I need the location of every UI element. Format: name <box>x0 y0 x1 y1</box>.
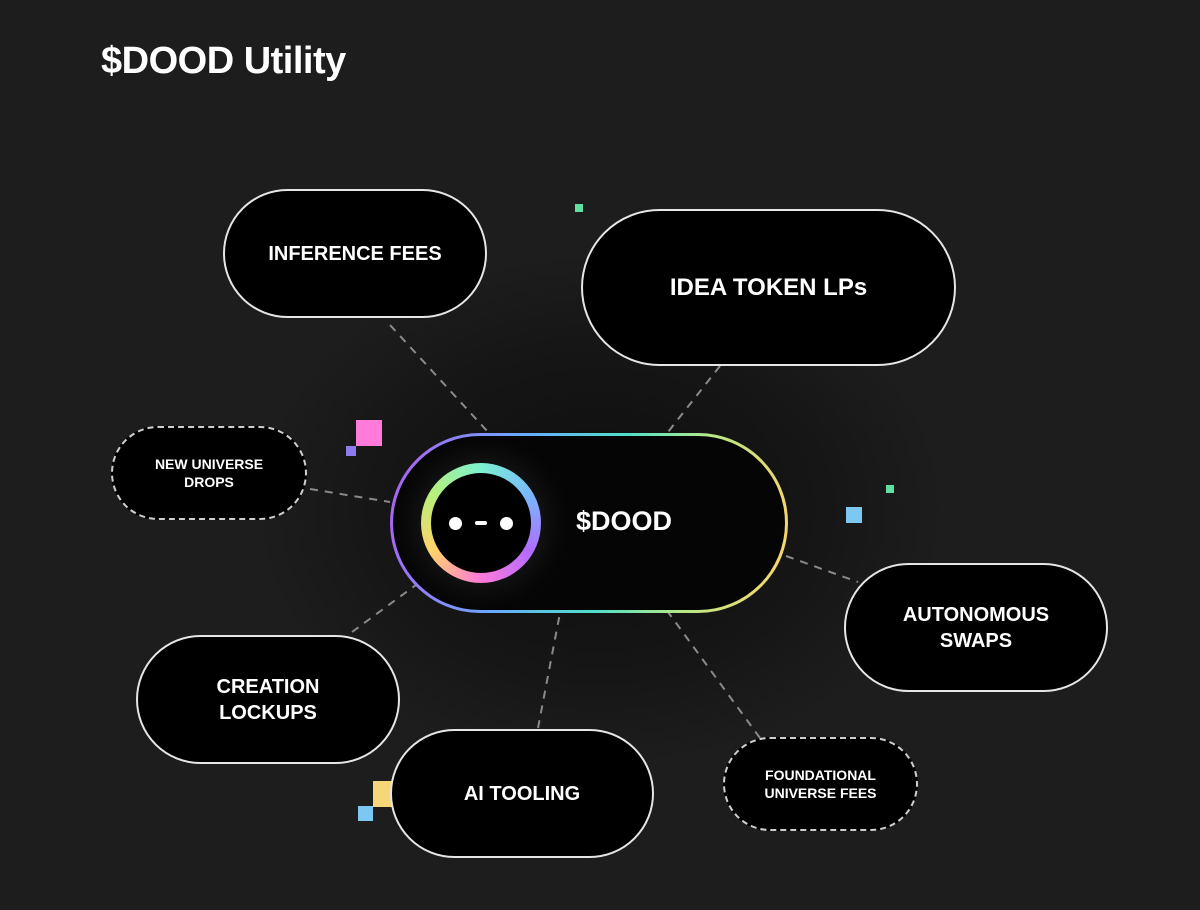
node-autonomous-swaps: AUTONOMOUS SWAPS <box>844 563 1108 692</box>
center-node-dood: $DOOD <box>390 433 788 613</box>
decor-square <box>575 204 583 212</box>
link-ai-tooling <box>537 612 561 729</box>
link-foundational-fees <box>667 611 761 739</box>
node-label: FOUNDATIONAL UNIVERSE FEES <box>764 766 877 801</box>
decor-square <box>846 507 862 523</box>
dood-face <box>431 473 531 573</box>
link-inference-fees <box>389 324 489 433</box>
node-label: AUTONOMOUS SWAPS <box>902 603 1050 652</box>
node-label: AI TOOLING <box>463 782 581 805</box>
right-eye <box>500 517 513 530</box>
node-label: NEW UNIVERSE DROPS <box>154 455 264 490</box>
node-label: INFERENCE FEES <box>268 242 442 265</box>
left-eye <box>449 517 462 530</box>
dood-face-icon <box>421 463 541 583</box>
node-label: IDEA TOKEN LPs <box>669 273 868 301</box>
link-creation-lockups <box>351 581 421 633</box>
decor-square <box>356 420 382 446</box>
link-autonomous-swaps <box>785 555 859 583</box>
node-new-universe-drops: NEW UNIVERSE DROPS <box>111 426 307 520</box>
decor-square <box>886 485 894 493</box>
node-ai-tooling: AI TOOLING <box>390 729 654 858</box>
decor-square <box>346 446 356 456</box>
center-label: $DOOD <box>576 506 673 536</box>
link-new-universe-drops <box>309 488 391 503</box>
node-creation-lockups: CREATION LOCKUPS <box>136 635 400 764</box>
mouth <box>475 521 487 525</box>
node-foundational-universe-fees: FOUNDATIONAL UNIVERSE FEES <box>723 737 918 831</box>
node-idea-token-lps: IDEA TOKEN LPs <box>581 209 956 366</box>
node-inference-fees: INFERENCE FEES <box>223 189 487 318</box>
link-idea-token-lps <box>667 365 721 433</box>
center-node-body: $DOOD <box>393 436 785 610</box>
node-label: CREATION LOCKUPS <box>216 675 320 724</box>
page-title: $DOOD Utility <box>101 40 346 82</box>
decor-square <box>358 806 373 821</box>
